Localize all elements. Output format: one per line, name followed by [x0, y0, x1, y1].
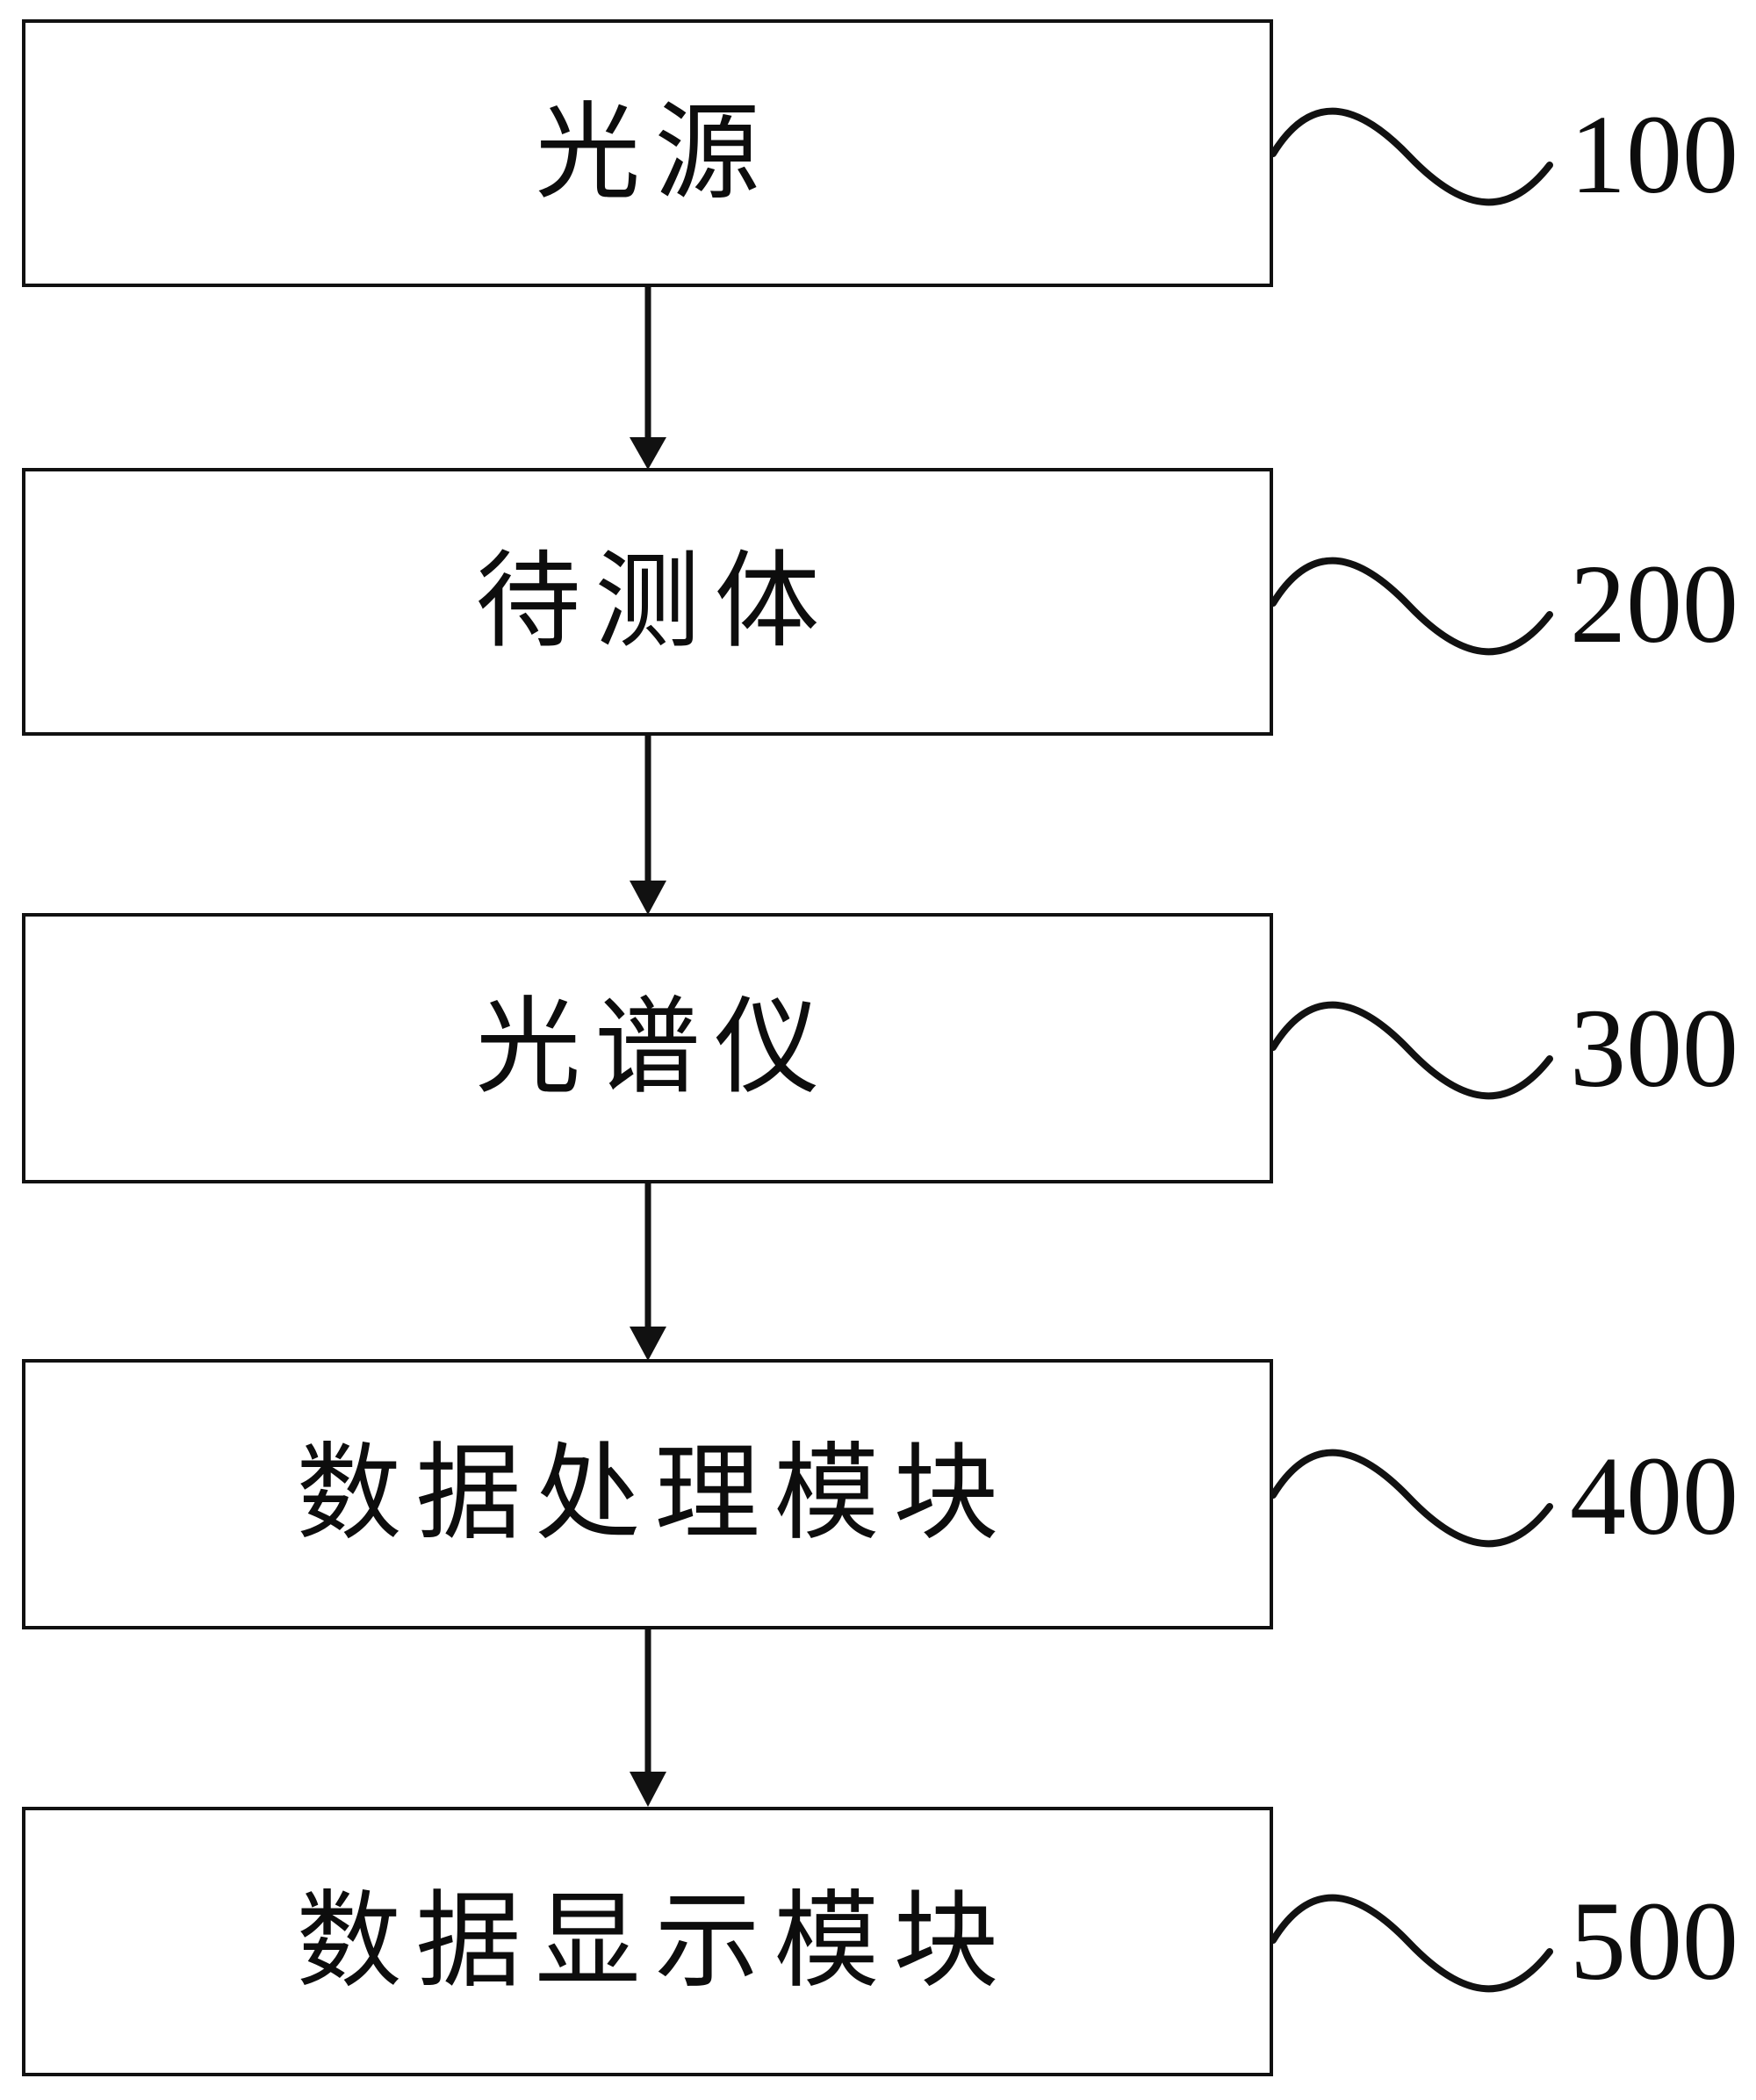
leader-line-light-source	[1270, 107, 1553, 206]
node-label-sample-under-test: 待测体	[475, 543, 834, 660]
node-spectrometer[interactable]: 光谱仪	[22, 913, 1273, 1183]
connector-light-source-to-sample	[630, 287, 666, 470]
node-label-data-display-module: 数据显示模块	[296, 1882, 1013, 2000]
node-label-spectrometer: 光谱仪	[475, 989, 834, 1106]
connector-sample-to-spectrometer	[630, 736, 666, 915]
reference-number-400: 400	[1570, 1434, 1738, 1558]
leader-line-sample-under-test	[1270, 557, 1553, 656]
node-light-source[interactable]: 光源	[22, 19, 1273, 287]
node-sample-under-test[interactable]: 待测体	[22, 468, 1273, 736]
node-data-display-module[interactable]: 数据显示模块	[22, 1807, 1273, 2076]
reference-number-300: 300	[1570, 986, 1738, 1111]
node-data-processing-module[interactable]: 数据处理模块	[22, 1359, 1273, 1629]
node-label-light-source: 光源	[535, 94, 774, 212]
leader-line-data-display-module	[1270, 1894, 1553, 1993]
leader-line-spectrometer	[1270, 1001, 1553, 1100]
reference-number-100: 100	[1570, 92, 1738, 217]
reference-number-200: 200	[1570, 542, 1738, 666]
leader-line-data-processing-module	[1270, 1449, 1553, 1548]
connector-spectrometer-to-data-processing	[630, 1183, 666, 1361]
node-label-data-processing-module: 数据处理模块	[296, 1435, 1013, 1552]
reference-number-500: 500	[1570, 1879, 1738, 2003]
connector-data-processing-to-data-display	[630, 1629, 666, 1807]
